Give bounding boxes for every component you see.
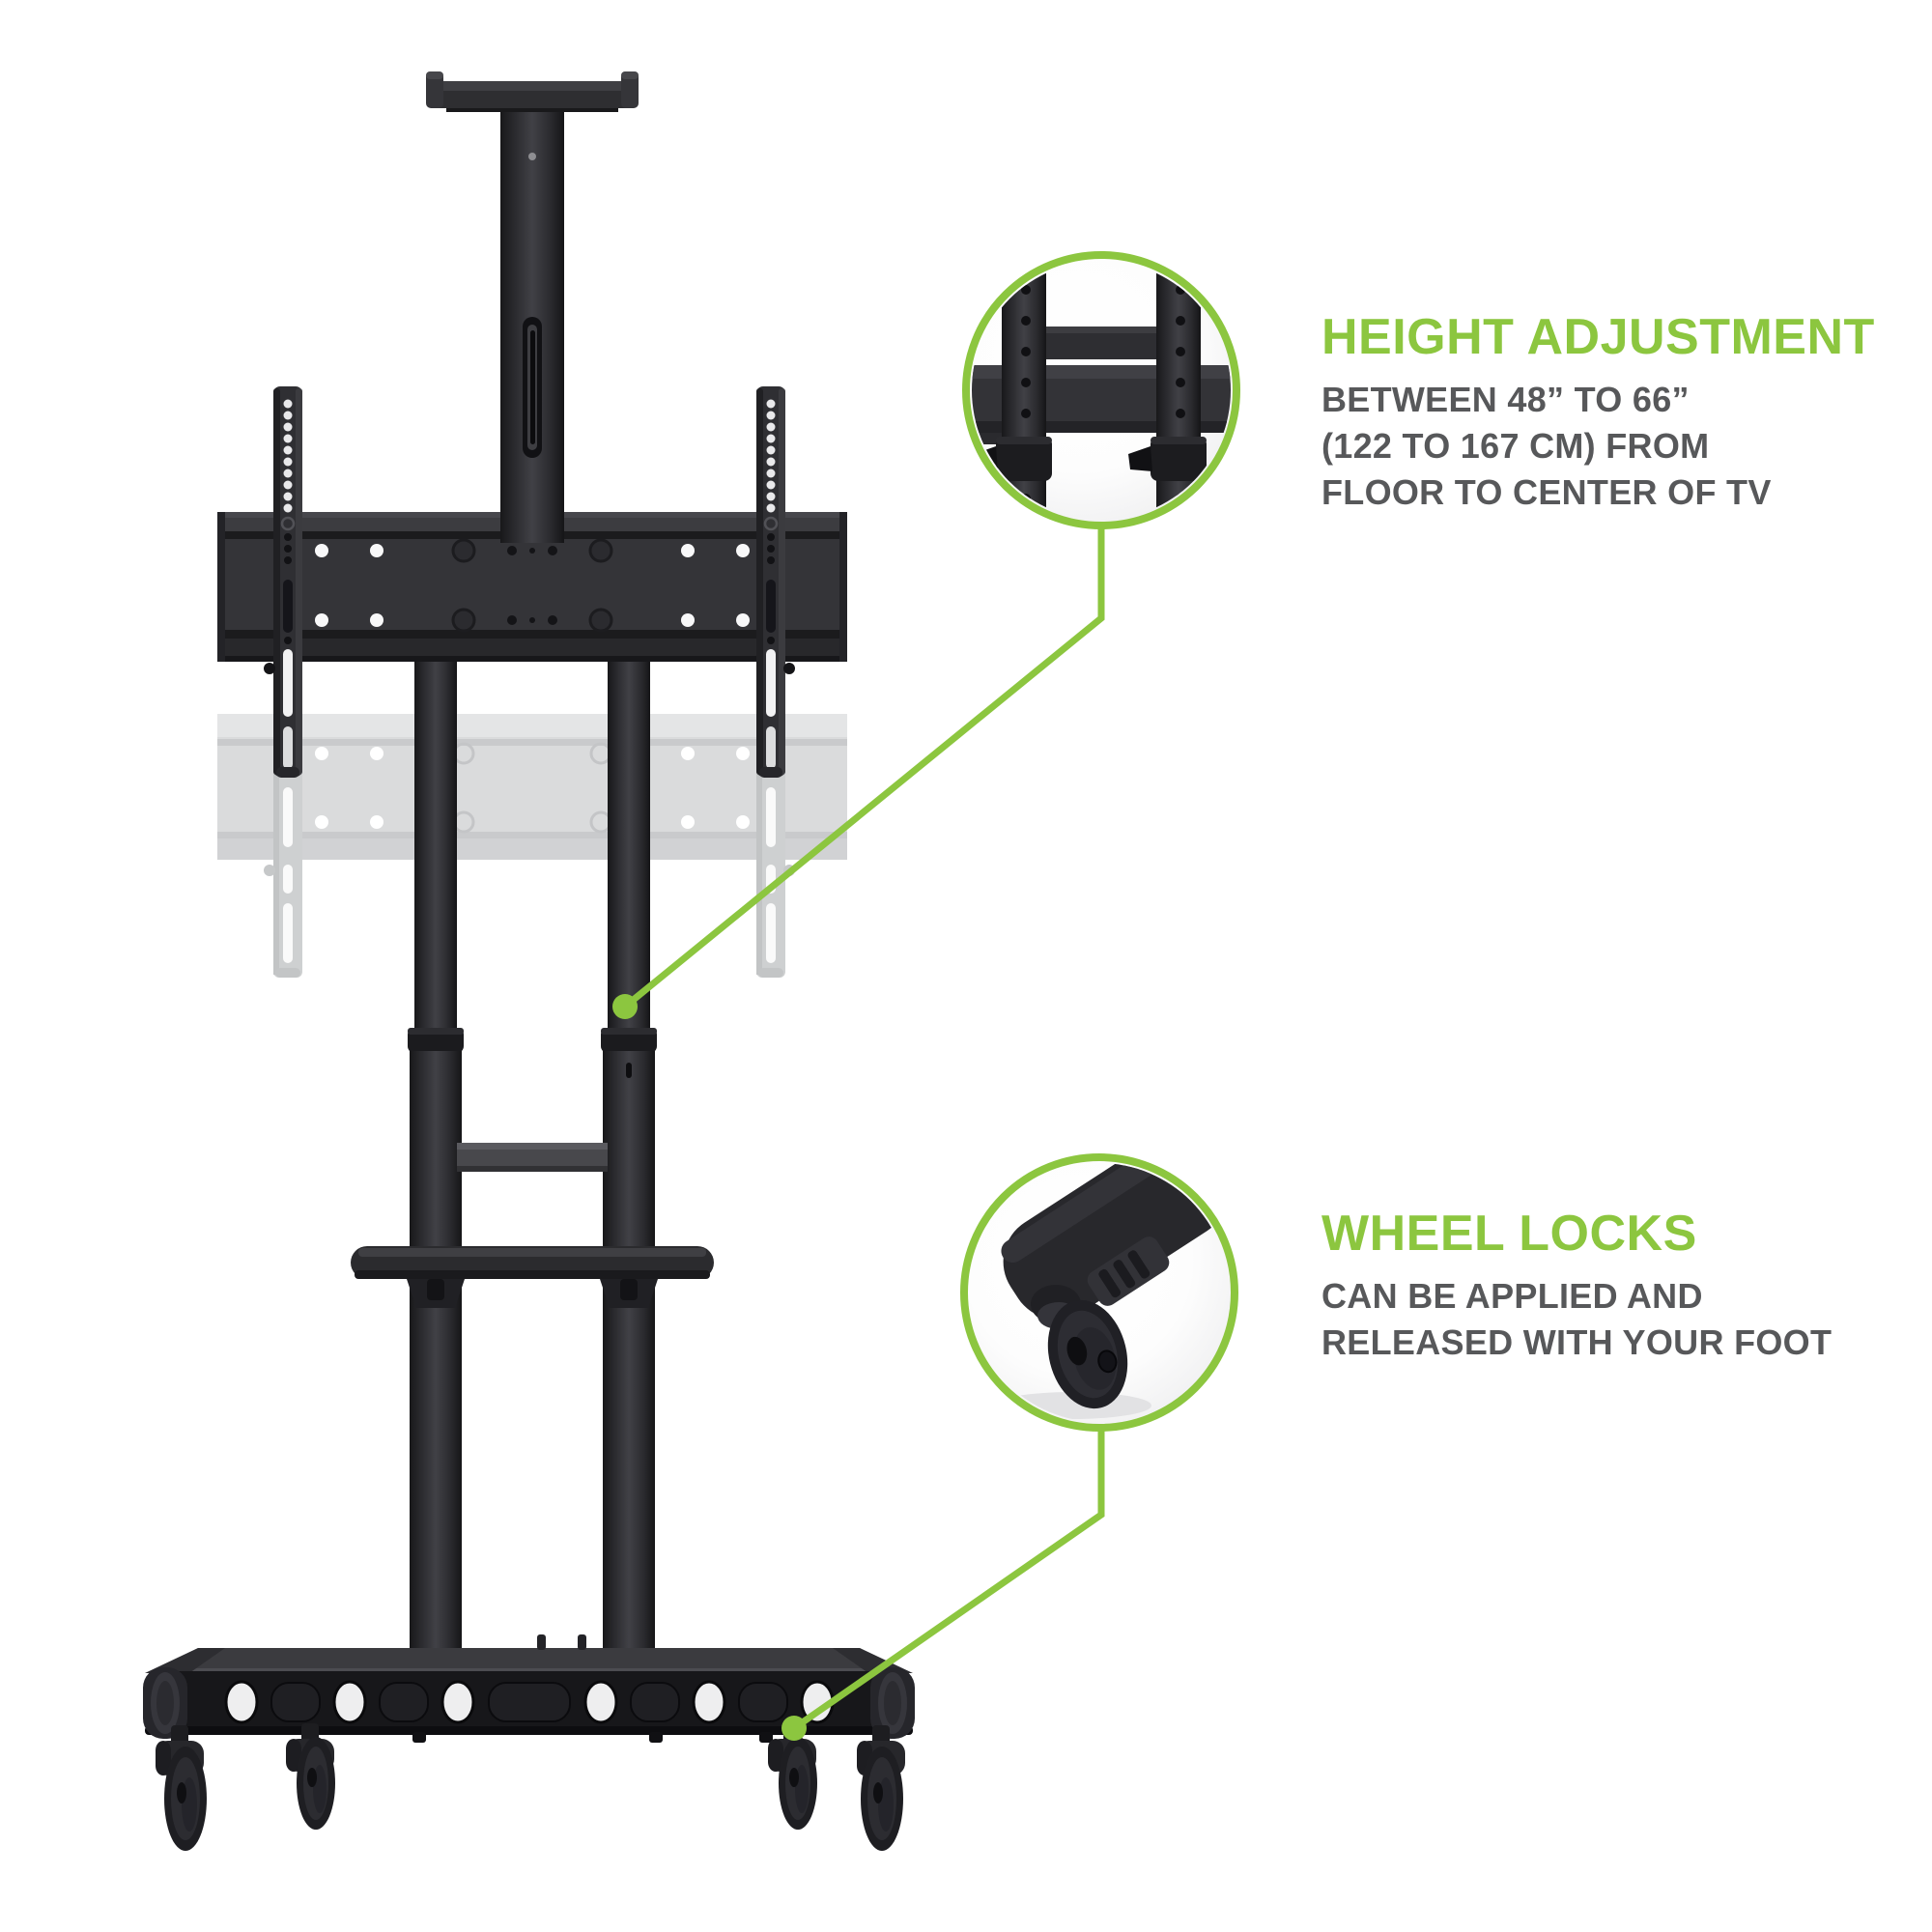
caster-outer-right [857,1725,905,1851]
vesa-rail-right [756,386,795,778]
base [143,1634,915,1743]
callout-line: BETWEEN 48” TO 66” [1321,380,1690,419]
callout-height-adjustment: HEIGHT ADJUSTMENT BETWEEN 48” TO 66” (12… [1321,307,1911,516]
callout-line: RELEASED WITH YOUR FOOT [1321,1322,1833,1362]
detail-ring-height [962,251,1240,529]
caster-inner-right [768,1723,817,1830]
pointer-dot-caster [781,1716,807,1741]
column-left [408,541,464,1662]
callout-line: FLOOR TO CENTER OF TV [1321,472,1772,512]
caster-inner-left [286,1723,335,1830]
detail-circle-wheel-locks [960,1153,1238,1432]
connector-height-adjustment [612,523,1105,1019]
column-right [601,541,657,1662]
callout-line: (122 TO 167 CM) FROM [1321,426,1710,466]
callout-title-wheel-locks: WHEEL LOCKS [1321,1206,1697,1262]
av-shelf [351,1246,714,1308]
closeup-pole-right [1128,261,1207,520]
vesa-rail-left [264,386,302,778]
detail-ring-wheel [960,1153,1238,1432]
plate-holes [315,538,750,633]
detail-circle-height-adjustment [962,251,1240,529]
camera-mount [426,71,639,543]
caster-outer-left [156,1725,207,1851]
lock-pedal [1087,1236,1170,1306]
telescoping-column-closeup-icon [972,261,1231,520]
connector-wheel-locks [781,1425,1105,1741]
callout-wheel-locks: WHEEL LOCKS CAN BE APPLIED AND RELEASED … [1321,1204,1911,1366]
base-cutouts [224,1680,835,1724]
callout-line: CAN BE APPLIED AND [1321,1276,1703,1316]
cross-brace [457,1143,608,1172]
closeup-wheel [1047,1299,1128,1409]
pole-screw-hole [528,153,536,160]
pointer-dot-column [612,994,638,1019]
callout-title-height-adjustment: HEIGHT ADJUSTMENT [1321,309,1875,365]
